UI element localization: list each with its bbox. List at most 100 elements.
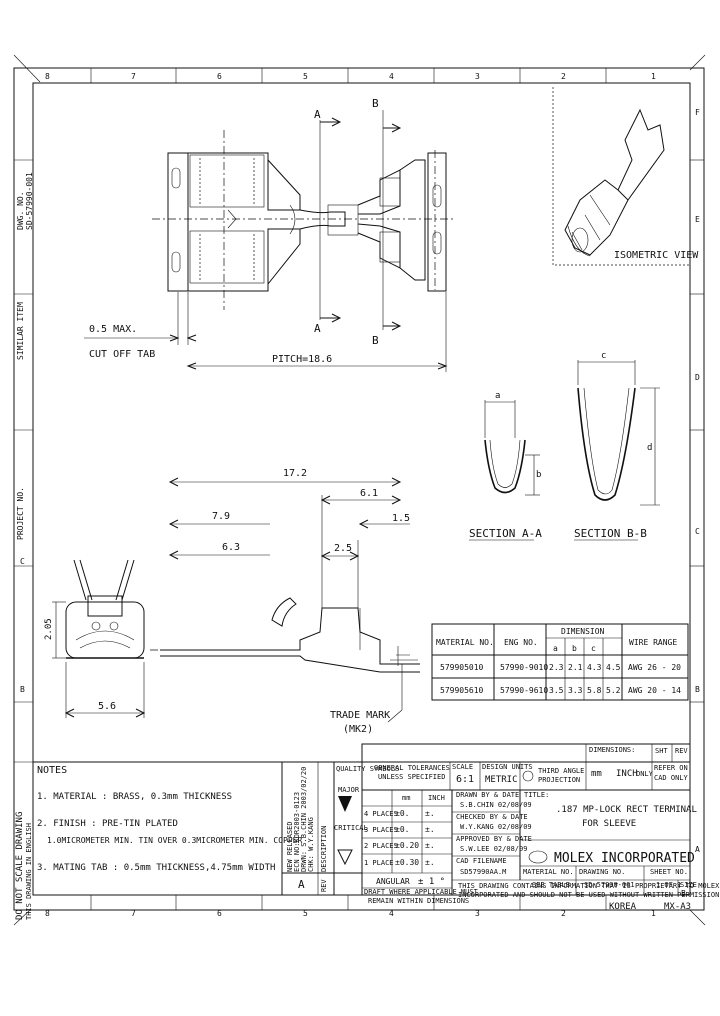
sheet-no-value: 1 OF 1 (656, 881, 681, 889)
rev-line-4: CHK: W.Y.KANG (307, 817, 315, 872)
dim-17-2: 17.2 (283, 468, 307, 479)
proprietary-line-1: THIS DRAWING CONTAINS INFORMATION THAT I… (458, 882, 720, 890)
title-label: TITLE: (524, 791, 549, 799)
right-zone-d: D (695, 373, 700, 382)
tol-row: 4 PLACES ±0. ±. (364, 809, 435, 818)
col-material-no: MATERIAL NO. (436, 638, 494, 647)
rev-line-2: ECN NO:KOR2003-0123 (293, 792, 301, 872)
note-3: 3. MATING TAB : 0.5mm THICKNESS,4.75mm W… (37, 863, 275, 873)
scale-value: 6:1 (456, 774, 474, 785)
spec-row: 579905610 57990-9610 3.5 3.3 5.8 5.2 AWG… (440, 686, 681, 695)
row2-a: 3.5 (549, 686, 564, 695)
spec-table: MATERIAL NO. ENG NO. DIMENSION WIRE RANG… (431, 623, 689, 701)
english-drawing-note: THIS DRAWING IN ENGLISH (25, 823, 33, 920)
bottom-zone-5: 5 (303, 909, 308, 918)
tol-row: 1 PLACE ±0.30 ±. (364, 858, 435, 867)
bottom-zone-7: 7 (131, 909, 136, 918)
left-zone-markers: C B (14, 159, 33, 763)
row1-c: 4.3 (587, 663, 602, 672)
bottom-zone-1: 1 (651, 909, 656, 918)
description-label: DESCRIPTION (320, 826, 328, 872)
quality-critical: CRITICAL (334, 824, 368, 832)
dim-2-5: 2.5 (334, 543, 352, 554)
angular-label: ANGULAR (376, 877, 410, 886)
cad-label: CAD FILENAME (456, 857, 507, 865)
drawn-label: DRAWN BY & DATE (456, 791, 519, 799)
third-angle-2: PROJECTION (538, 776, 580, 784)
section-b-dim-d: d (647, 443, 652, 453)
dims-unit-mm: mm (591, 769, 602, 779)
note-2: 2. FINISH : PRE-TIN PLATED (37, 819, 178, 829)
section-b-dim-c: c (601, 351, 606, 361)
dwg-no-value: SD-57990-001 (25, 172, 34, 230)
sub-col-b: b (572, 644, 577, 653)
title-block: DIMENSIONS: SHT REV mm INCH ONLY REFER O… (361, 743, 720, 905)
rev-status-1: REFER ON (654, 764, 688, 772)
dim-2-05: 2.05 (44, 618, 54, 640)
row1-material: 579905010 (440, 663, 484, 672)
approved-label: APPROVED BY & DATE (456, 835, 532, 843)
row2-b: 3.3 (568, 686, 583, 695)
terminal-end-view: 2.05 5.6 (44, 559, 146, 718)
tol-4-mm: ±0. (395, 809, 409, 818)
checked-value: W.Y.KANG 02/08/09 (460, 823, 532, 831)
scale-label: SCALE (452, 763, 473, 771)
row2-eng: 57990-9610 (500, 686, 548, 695)
dim-1-5: 1.5 (392, 513, 410, 524)
section-a-a: a b SECTION A-A (469, 391, 542, 541)
tol-2-inch: ±. (425, 841, 435, 850)
title-line-1: .187 MP-LOCK RECT TERMINAL (556, 805, 697, 815)
dimensions-label: DIMENSIONS: (589, 746, 635, 754)
dim-6-3: 6.3 (222, 542, 240, 553)
dim-cutoff-tab-value: 0.5 MAX. (89, 324, 137, 335)
isometric-view: ISOMETRIC VIEW (552, 87, 699, 266)
bottom-zone-markers: 8 7 6 5 4 3 2 1 (45, 895, 656, 918)
bottom-zone-6: 6 (217, 909, 222, 918)
bottom-zone-4: 4 (389, 909, 394, 918)
general-tol-1: GENERAL TOLERANCES (374, 764, 450, 772)
proprietary-line-2: INCORPORATED AND SHOULD NOT BE USED WITH… (458, 891, 720, 899)
tol-3-mm: ±0. (395, 825, 409, 834)
sub-col-c: c (591, 644, 596, 653)
left-margin-labels: DWG. NO. SD-57990-001 SIMILAR ITEM PROJE… (15, 172, 34, 920)
dim-6-1: 6.1 (360, 488, 378, 499)
angular-value: ± 1 ° (418, 877, 445, 887)
general-tol-2: UNLESS SPECIFIED (378, 773, 445, 781)
similar-item-label: SIMILAR ITEM (16, 302, 25, 360)
right-zone-b: B (695, 685, 700, 694)
left-zone-c: C (20, 557, 25, 566)
trade-mark-label: TRADE MARK (330, 710, 390, 721)
title-line-2: FOR SLEEVE (582, 819, 636, 829)
tol-1-inch: ±. (425, 858, 435, 867)
bottom-zone-2: 2 (561, 909, 566, 918)
top-zone-2: 2 (561, 72, 566, 81)
tol-4-label: 4 PLACES (364, 810, 398, 818)
top-zone-7: 7 (131, 72, 136, 81)
notes-block: NOTES 1. MATERIAL : BRASS, 0.3mm THICKNE… (33, 761, 302, 873)
approved-value: S.W.LEE 02/08/09 (460, 845, 527, 853)
bottom-zone-3: 3 (475, 909, 480, 918)
top-zone-markers: 8 7 6 5 4 3 2 1 (45, 68, 656, 83)
country-label: KOREA (609, 902, 637, 912)
section-b-bottom-label: B (372, 334, 379, 347)
dwg-no-title: DWG. NO. (16, 191, 25, 230)
quality-symbols-label: QUALITY SYMBOLS (336, 765, 399, 773)
tol-col-inch: INCH (428, 794, 445, 802)
rev-header-label: REV (675, 747, 688, 755)
top-zone-6: 6 (217, 72, 222, 81)
row1-wire: AWG 26 - 20 (628, 663, 681, 672)
drawing-no-label: DRAWING NO. (579, 868, 625, 876)
section-b-b: c d SECTION B-B (574, 351, 660, 541)
spec-row: 579905010 57990-9010 2.3 2.1 4.3 4.5 AWG… (440, 663, 681, 672)
tol-col-mm: mm (402, 794, 410, 802)
row2-d: 5.2 (606, 686, 621, 695)
design-units-label: DESIGN UNITS (482, 763, 533, 771)
tol-3-inch: ±. (425, 825, 435, 834)
third-angle-1: THIRD ANGLE (538, 767, 584, 775)
top-zone-1: 1 (651, 72, 656, 81)
sht-label: SHT (655, 747, 668, 755)
dim-cutoff-tab-label: CUT OFF TAB (89, 349, 155, 360)
drawn-value: S.B.CHIN 02/08/09 (460, 801, 532, 809)
note-2-detail: 1.0MICROMETER MIN. TIN OVER 0.3MICROMETE… (47, 836, 302, 845)
bottom-zone-8: 8 (45, 909, 50, 918)
